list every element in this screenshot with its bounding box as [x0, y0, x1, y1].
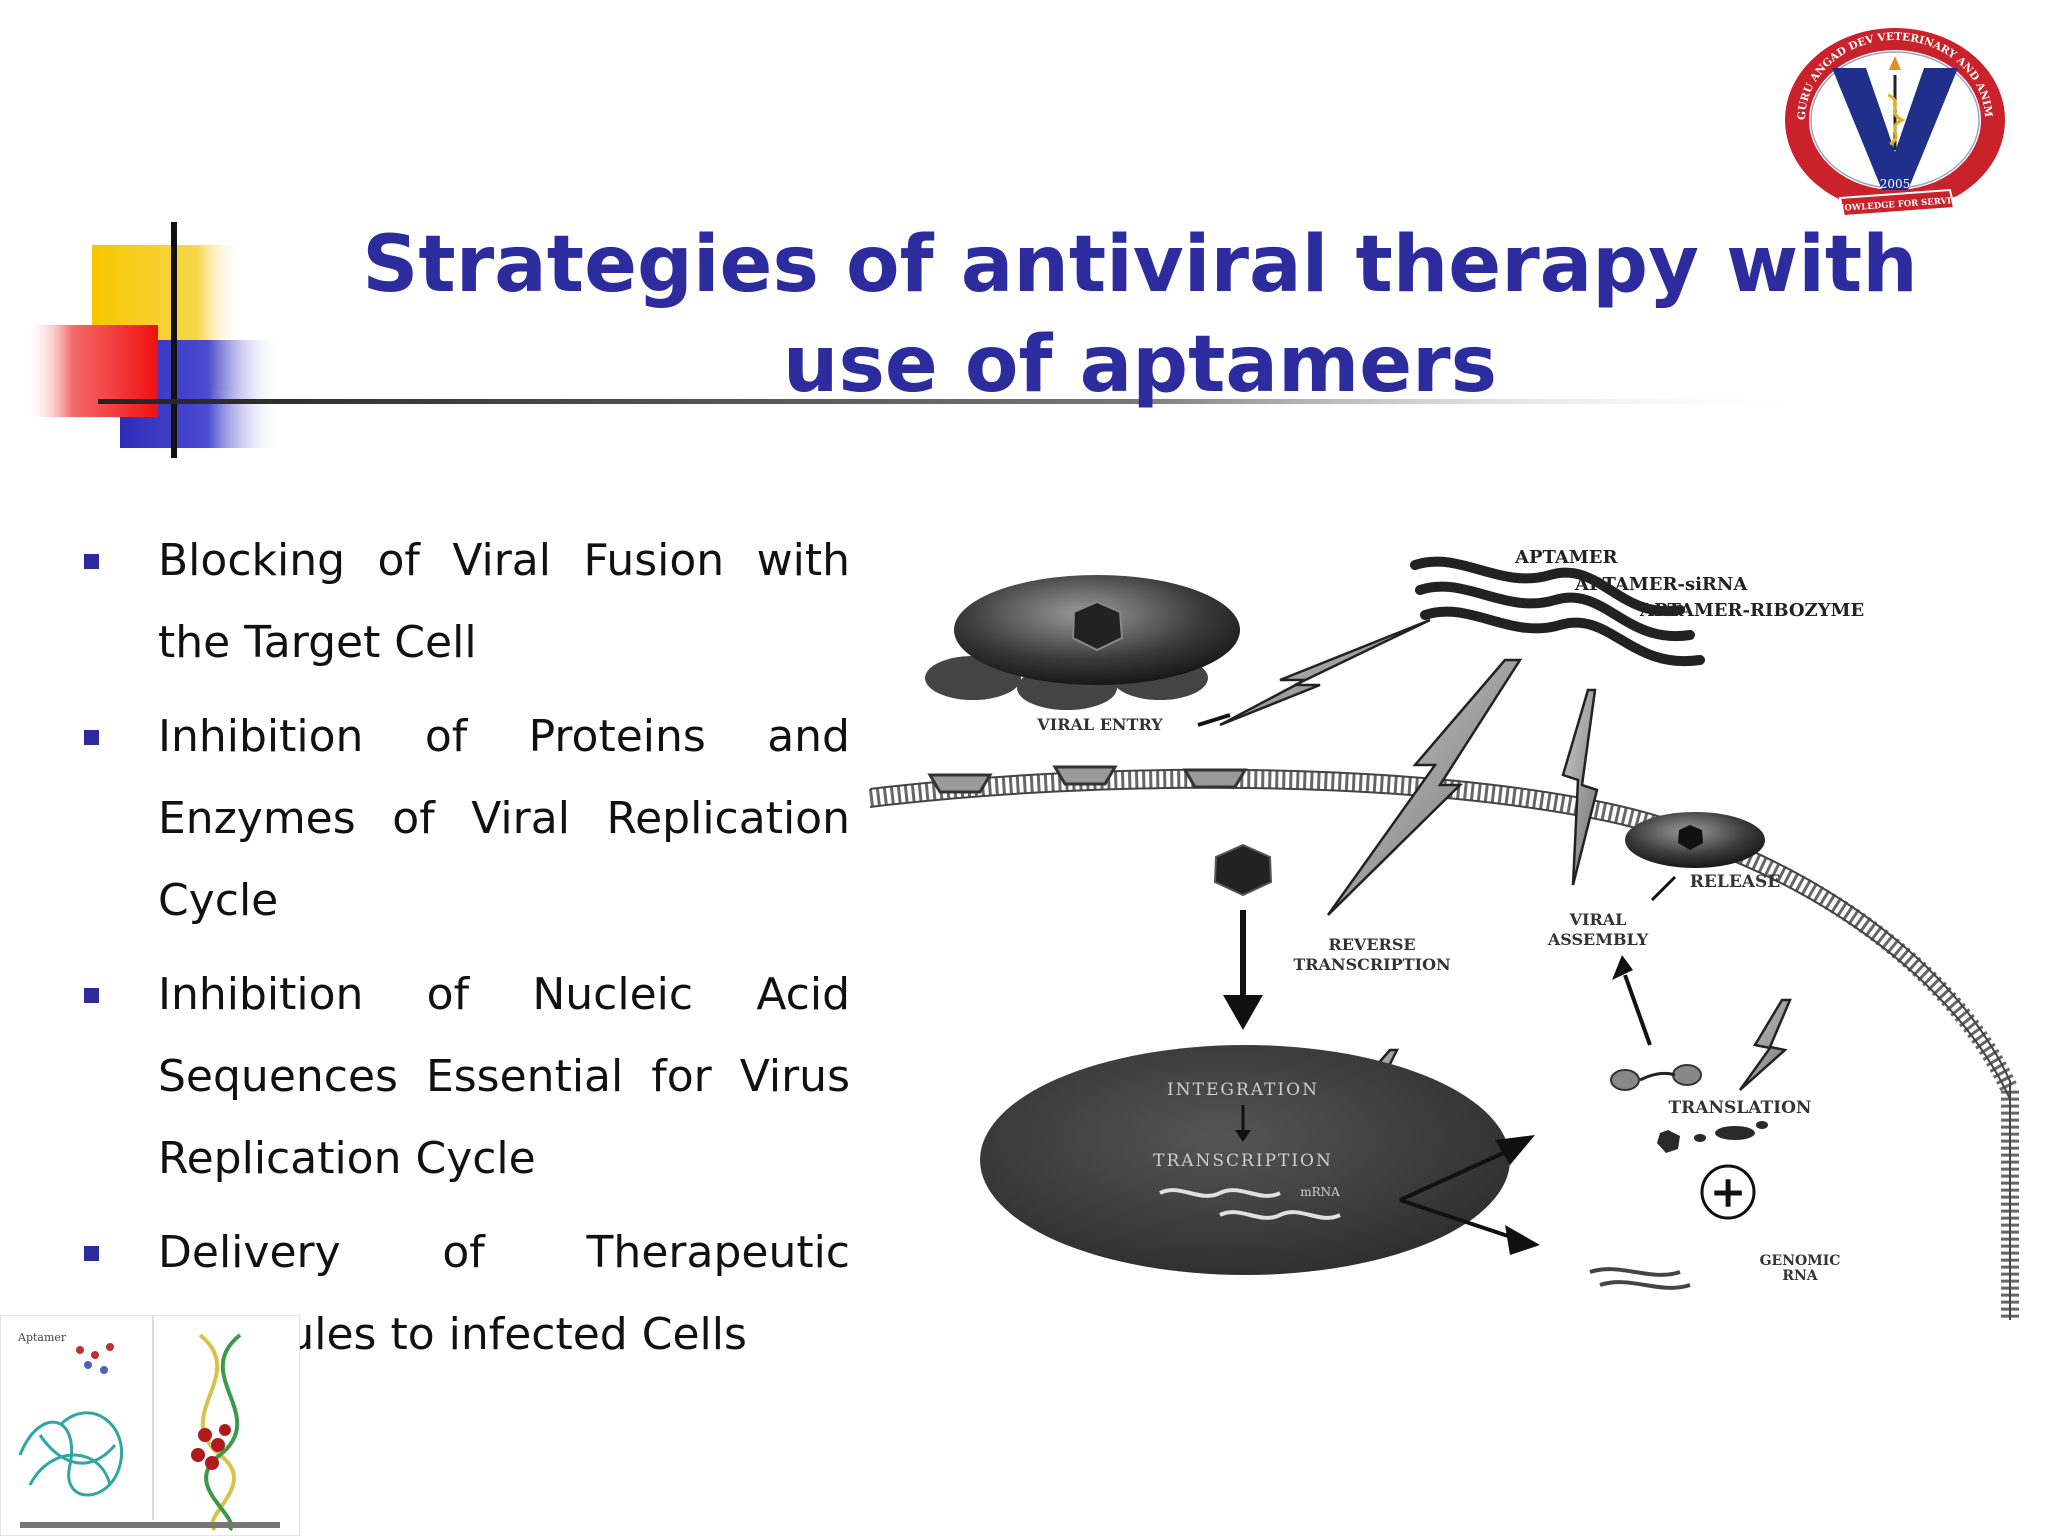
export-arrows [1399, 1135, 1540, 1255]
label-reverse-transcription-1: REVERSE [1328, 935, 1415, 954]
bolt-reverse-transcription [1326, 658, 1523, 916]
label-reverse-transcription-2: TRANSCRIPTION [1293, 955, 1450, 974]
square-bullet-icon [84, 554, 99, 569]
bullet-item: Blocking of Viral Fusion with the Target… [70, 520, 850, 684]
label-genomic-rna-2: RNA [1782, 1268, 1818, 1284]
label-translation: TRANSLATION [1669, 1098, 1812, 1118]
bullet-item: Inhibition of Nucleic Acid Sequences Ess… [70, 954, 850, 1200]
label-aptamer-ribozyme: APTAMER-RIBOZYME [1639, 600, 1864, 621]
bullet-text: Blocking of Viral Fusion with the Target… [158, 535, 850, 668]
aptamer-structure-thumbnail: Aptamer [0, 1315, 300, 1536]
bullet-text: Inhibition of Proteins and Enzymes of Vi… [158, 711, 850, 926]
aptamer-strands-icon [1410, 556, 1705, 667]
molecule-atoms-image [76, 1343, 114, 1359]
figure-caption-smudge [20, 1522, 280, 1528]
square-bullet-icon [84, 988, 99, 1003]
label-integration: INTEGRATION [1167, 1080, 1319, 1100]
seal-year: 2005 [1880, 177, 1911, 191]
viral-core [1213, 843, 1273, 897]
cell-receptors [927, 765, 1248, 794]
protein-products [1657, 1121, 1768, 1153]
label-release: RELEASE [1690, 872, 1780, 892]
bolt-viral-assembly [1561, 688, 1599, 886]
bullet-text: Inhibition of Nucleic Acid Sequences Ess… [158, 969, 850, 1184]
nucleus [980, 1045, 1510, 1275]
bolt-viral-entry [1219, 618, 1431, 727]
label-viral-assembly-2: ASSEMBLY [1547, 930, 1649, 949]
square-bullet-icon [84, 730, 99, 745]
bullet-list: Blocking of Viral Fusion with the Target… [70, 520, 850, 1388]
plus-circle-icon [1700, 1164, 1756, 1220]
university-seal-logo: GURU ANGAD DEV VETERINARY AND ANIMAL SCI… [1770, 20, 2005, 218]
label-transcription: TRANSCRIPTION [1153, 1151, 1333, 1171]
bolt-translation [1738, 998, 1792, 1091]
released-virus [1625, 812, 1765, 868]
plus-symbol: + [1710, 1167, 1747, 1218]
seal-v-icon [1832, 68, 1958, 190]
thumbnail-label: Aptamer [17, 1331, 67, 1344]
title-decoration [26, 222, 1818, 458]
deco-vertical-line [171, 222, 177, 458]
label-aptamer: APTAMER [1514, 547, 1619, 568]
genomic-rna-strands [1589, 1267, 1691, 1290]
aptamer-legend: APTAMER APTAMER-siRNA APTAMER-RIBOZYME [1514, 547, 1864, 621]
ribosomes [1610, 1064, 1702, 1091]
square-bullet-icon [84, 1246, 99, 1261]
label-viral-entry: VIRAL ENTRY [1036, 715, 1163, 734]
label-viral-assembly-1: VIRAL [1569, 910, 1627, 929]
label-mrna: mRNA [1300, 1185, 1340, 1199]
protein-structure-image [18, 1411, 123, 1497]
mrna-strands [1159, 1188, 1341, 1220]
slide-title: Strategies of antiviral therapy with use… [362, 220, 1918, 410]
bound-ligand-image [191, 1424, 231, 1470]
label-genomic-rna-1: GENOMIC [1760, 1253, 1841, 1269]
virus-particle [925, 575, 1240, 710]
deco-horizontal-line [98, 399, 1818, 404]
label-aptamer-sirna: APTAMER-siRNA [1574, 574, 1748, 595]
bullet-item: Inhibition of Proteins and Enzymes of Vi… [70, 696, 850, 942]
cell-membrane [868, 769, 2019, 1320]
aptamer-therapy-diagram: VIRAL ENTRY APTAMER APTAMER-siRNA APTAME… [868, 547, 2019, 1320]
